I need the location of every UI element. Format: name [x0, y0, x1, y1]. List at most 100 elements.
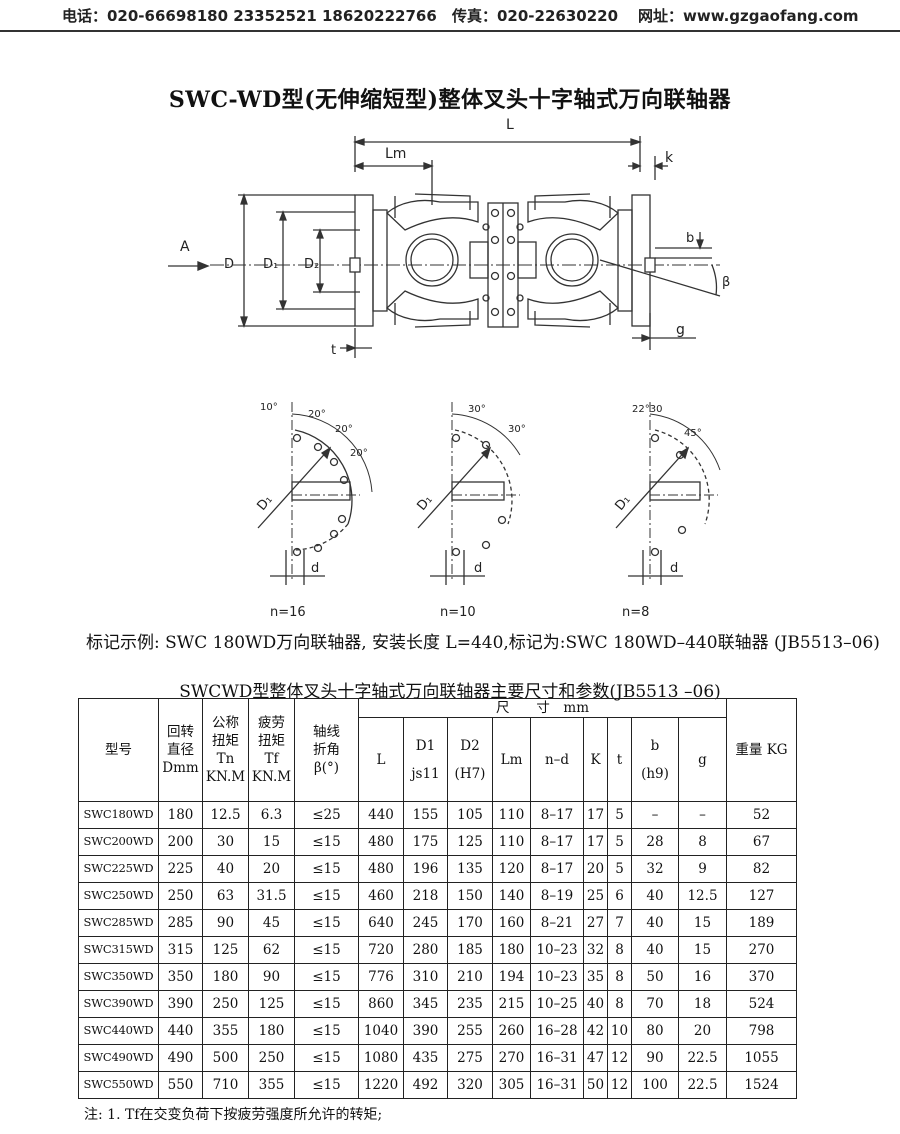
model-cell: SWC440WD [78, 1017, 159, 1046]
value-cell: ≤15 [294, 1017, 359, 1046]
model-cell: SWC250WD [78, 882, 159, 911]
value-cell: 8 [678, 828, 727, 857]
value-cell: 155 [403, 801, 448, 830]
col-rotation-diameter: 回转 直径 Dmm [158, 697, 203, 803]
value-cell: 25 [583, 882, 608, 911]
value-cell: 15 [678, 909, 727, 938]
header-line: (h9) [641, 765, 669, 782]
header-line: 折角 [313, 742, 340, 758]
value-cell: 550 [158, 1071, 203, 1100]
value-cell: 150 [447, 882, 493, 911]
header-line: 回转 [167, 723, 194, 740]
angle-label: 20° [350, 448, 368, 459]
bolt-count-label: n=8 [622, 605, 649, 620]
value-cell: 355 [202, 1017, 249, 1046]
value-cell: 22.5 [678, 1071, 727, 1100]
model-cell: SWC390WD [78, 990, 159, 1019]
value-cell: 40 [631, 936, 679, 965]
dim-beta: β [599, 259, 730, 297]
value-cell: ≤15 [294, 936, 359, 965]
flange-view-n8: 22°30 45° D₁ d n=8 [612, 402, 721, 620]
value-cell: 40 [202, 855, 249, 884]
dim-Lm: Lm [353, 146, 434, 205]
dim-b: b [655, 231, 712, 259]
value-cell: 35 [583, 963, 608, 992]
value-cell: 305 [492, 1071, 531, 1100]
value-cell: 80 [631, 1017, 679, 1046]
col-Lm: Lm [492, 717, 531, 803]
value-cell: 22.5 [678, 1044, 727, 1073]
col-axis-angle: 轴线 折角 β(°) [294, 697, 359, 803]
value-cell: ≤15 [294, 963, 359, 992]
col-D1: D1 js11 [403, 717, 448, 803]
value-cell: 260 [492, 1017, 531, 1046]
value-cell: 32 [631, 855, 679, 884]
model-cell: SWC315WD [78, 936, 159, 965]
value-cell: ≤25 [294, 801, 359, 830]
label-t: t [331, 343, 336, 358]
value-cell: 31.5 [248, 882, 295, 911]
value-cell: 5 [607, 828, 632, 857]
header-line: KN.M [251, 769, 292, 786]
value-cell: 350 [158, 963, 203, 992]
right-flange [617, 194, 656, 327]
header-line: js11 [411, 765, 440, 782]
label-D1: D₁ [263, 257, 278, 272]
model-cell: SWC285WD [78, 909, 159, 938]
value-cell: 16–31 [530, 1071, 584, 1100]
value-cell: 175 [403, 828, 448, 857]
value-cell: – [631, 801, 679, 830]
col-model: 型号 [78, 697, 159, 803]
value-cell: 67 [726, 828, 797, 857]
value-cell: 82 [726, 855, 797, 884]
value-cell: 194 [492, 963, 531, 992]
table-title: SWCWD型整体叉头十字轴式万向联轴器主要尺寸和参数(JB5513 –06) [179, 682, 721, 702]
angle-label: 10° [260, 402, 278, 413]
view-arrow-A: A [168, 239, 210, 271]
value-cell: 250 [202, 990, 249, 1019]
value-cell: 12.5 [202, 801, 249, 830]
value-cell: 15 [678, 936, 727, 965]
left-flange [349, 194, 388, 327]
value-cell: 180 [202, 963, 249, 992]
value-cell: 460 [358, 882, 404, 911]
value-cell: 5 [607, 801, 632, 830]
label-d: d [474, 561, 482, 576]
label-D1-circle: D₁ [254, 492, 275, 513]
value-cell: 8–17 [530, 828, 584, 857]
value-cell: 218 [403, 882, 448, 911]
value-cell: 710 [202, 1071, 249, 1100]
value-cell: 16 [678, 963, 727, 992]
value-cell: ≤15 [294, 1044, 359, 1073]
col-group-dimensions: 尺 寸 mm [358, 697, 727, 719]
col-t: t [607, 717, 632, 803]
flange-view-n10: 30° 30° D₁ d n=10 [414, 402, 526, 620]
value-cell: 20 [678, 1017, 727, 1046]
angle-label: 20° [308, 409, 326, 420]
header-line: 扭矩 [258, 732, 285, 749]
value-cell: 9 [678, 855, 727, 884]
header-line: b [650, 737, 660, 754]
value-cell: ≤15 [294, 882, 359, 911]
value-cell: 1220 [358, 1071, 404, 1100]
value-cell: 8–17 [530, 855, 584, 884]
value-cell: 270 [492, 1044, 531, 1073]
value-cell: 285 [158, 909, 203, 938]
value-cell: 20 [248, 855, 295, 884]
value-cell: 90 [631, 1044, 679, 1073]
value-cell: 52 [726, 801, 797, 830]
col-L: L [358, 717, 404, 803]
dim-g: g [632, 313, 696, 350]
website-url[interactable]: 网址：www.gzgaofang.com [638, 7, 859, 25]
value-cell: 125 [202, 936, 249, 965]
header-line: β(°) [313, 760, 340, 777]
value-cell: 1524 [726, 1071, 797, 1100]
value-cell: ≤15 [294, 990, 359, 1019]
value-cell: 270 [726, 936, 797, 965]
header-line: 轴线 [313, 723, 340, 740]
